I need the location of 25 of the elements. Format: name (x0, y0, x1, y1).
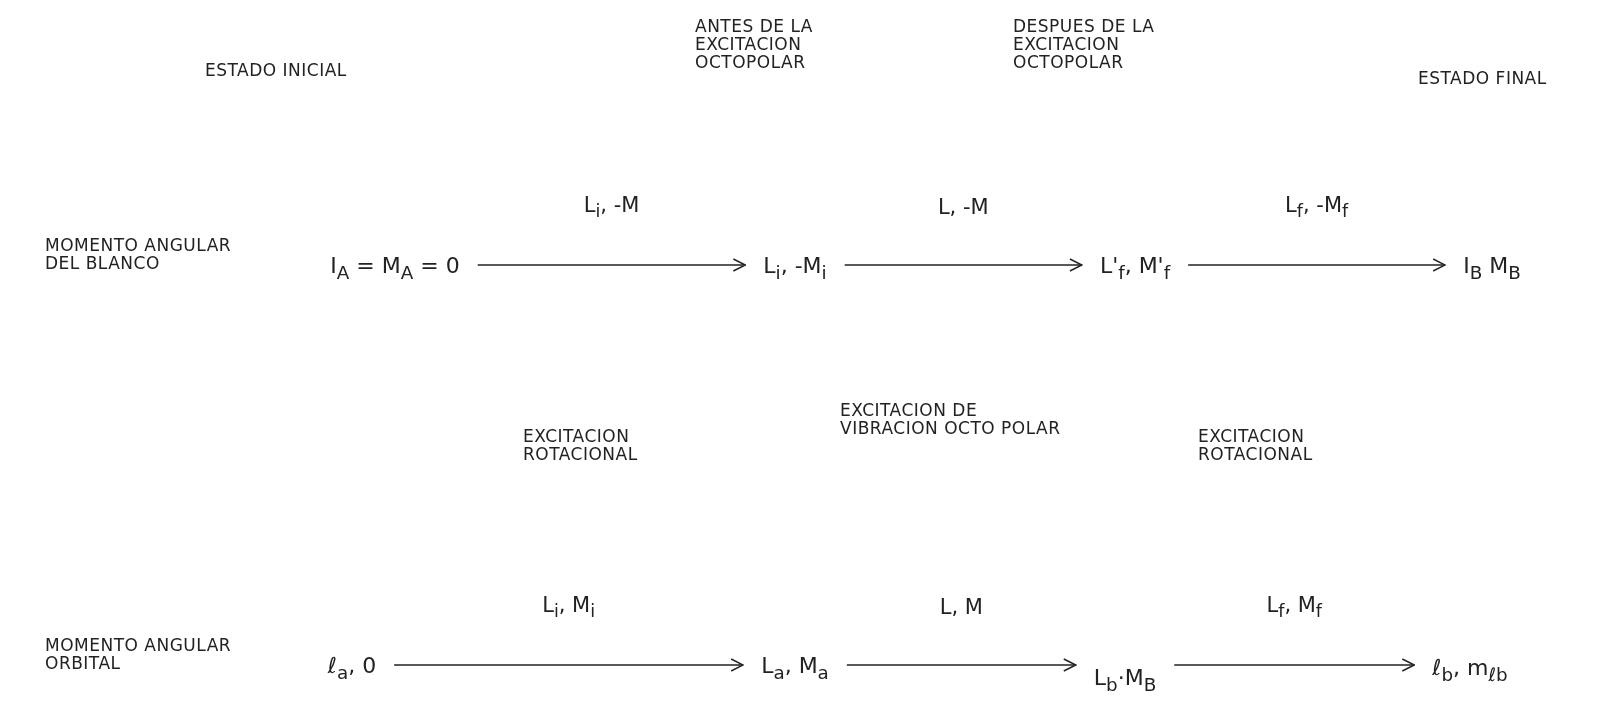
formula-text: I$_{A}$ = M$_{A}$ = 0 (326, 251, 464, 285)
arrow (393, 658, 744, 672)
formula-text: L$_{i}$, -M$_{i}$ (759, 251, 831, 285)
edge-label: L, M (939, 595, 983, 619)
formula-text: ℓ$_{a}$, 0 (323, 651, 381, 685)
arrow (1173, 658, 1415, 672)
formula-text: ℓ$_{b}$, m$_{ℓb}$ (1428, 653, 1512, 687)
row-heading: MOMENTO ANGULAR ORBITAL (45, 637, 233, 673)
formula-text: L$_{a}$, M$_{a}$ (757, 651, 833, 685)
row-heading: MOMENTO ANGULAR DEL BLANCO (45, 237, 233, 273)
formula-text: L$_{b}$·M$_{B}$ (1089, 663, 1161, 697)
formula-text: I$_{B}$ M$_{B}$ (1459, 251, 1525, 285)
formula-text: L'$_{f}$, M'$_{f}$ (1095, 251, 1175, 285)
column-heading: EXCITACION DE VIBRACION OCTO POLAR (840, 402, 1062, 438)
edge-label: L, -M (937, 195, 989, 219)
column-heading: ANTES DE LA EXCITACION OCTOPOLAR (695, 18, 814, 72)
column-heading: DESPUES DE LA EXCITACION OCTOPOLAR (1013, 18, 1156, 72)
arrow (843, 258, 1083, 272)
column-heading: ESTADO INICIAL (205, 62, 348, 80)
column-heading: ESTADO FINAL (1418, 70, 1548, 88)
column-heading: EXCITACION ROTACIONAL (523, 428, 639, 464)
arrow (477, 258, 747, 272)
arrow (846, 658, 1077, 672)
column-heading: EXCITACION ROTACIONAL (1198, 428, 1314, 464)
arrow (1187, 258, 1446, 272)
